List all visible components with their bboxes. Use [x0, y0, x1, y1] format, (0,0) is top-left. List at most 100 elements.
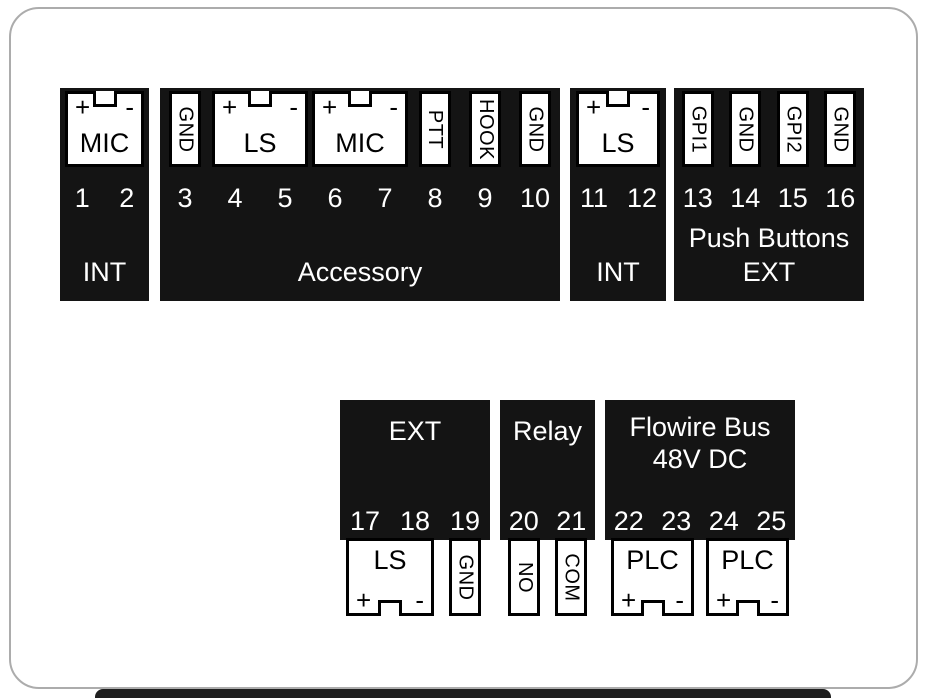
connector-gnd: GND: [824, 91, 856, 167]
pin-number: 11: [579, 183, 609, 213]
terminal-block-relay: Relay 20 21 NO COM: [500, 400, 595, 616]
minus-sign: -: [641, 92, 650, 122]
block-label: INT: [82, 257, 127, 287]
connector-label: LS: [373, 545, 407, 575]
connector-ptt: PTT: [419, 91, 451, 167]
block-label-line1: Flowire Bus: [629, 412, 771, 442]
terminal-block-int-1: + - MIC 1 2 INT: [60, 88, 149, 301]
connector-label: GND: [174, 106, 197, 152]
terminal-notch: [640, 600, 665, 616]
connector-label: MIC: [335, 128, 385, 158]
connector-label: LS: [243, 128, 277, 158]
plus-sign: +: [222, 92, 238, 122]
pin-number: 1: [74, 183, 90, 213]
pin-row: 22 23 24 25: [605, 506, 795, 536]
connector-label: PLC: [721, 545, 774, 575]
connector-ls: + - LS: [212, 91, 308, 167]
connector-label: GND: [524, 106, 547, 152]
pin-number: 17: [349, 506, 381, 536]
connector-label: LS: [601, 128, 635, 158]
connector-label: NO: [513, 561, 536, 593]
device-top-edge: [95, 689, 831, 698]
connector-label: GPI1: [687, 105, 710, 153]
connector-no: NO: [508, 538, 540, 616]
plus-sign: +: [75, 92, 91, 122]
connector-ls: LS + -: [346, 538, 434, 616]
pin-number: 5: [277, 183, 293, 213]
minus-sign: -: [125, 92, 134, 122]
minus-sign: -: [415, 585, 424, 615]
pin-row: 11 12: [570, 183, 666, 213]
pin-number: 6: [327, 183, 343, 213]
pin-number: 4: [227, 183, 243, 213]
pin-number: 24: [708, 506, 739, 536]
block-label: Relay: [512, 416, 583, 446]
pin-number: 12: [626, 183, 658, 213]
minus-sign: -: [770, 585, 779, 615]
connector-com: COM: [555, 538, 587, 616]
plus-sign: +: [586, 92, 602, 122]
pin-number: 8: [427, 183, 443, 213]
terminal-block-flowire-bus: Flowire Bus 48V DC 22 23 24 25 PLC + - P…: [605, 400, 795, 616]
pin-number: 14: [730, 183, 761, 213]
terminal-block-int-2: + - LS 11 12 INT: [570, 88, 666, 301]
connector-gpi2: GPI2: [777, 91, 809, 167]
connector-label: COM: [560, 552, 583, 602]
block-label: INT: [596, 257, 640, 287]
terminal-block-accessory: GND + - LS + - MIC PTT HOOK GND 3 4 5 6 …: [160, 88, 560, 301]
terminal-notch: [92, 91, 117, 107]
pin-row: 20 21: [500, 506, 595, 536]
pin-number: 2: [119, 183, 135, 213]
block-label: EXT: [388, 416, 442, 446]
plus-sign: +: [356, 585, 372, 615]
connector-gnd: GND: [169, 91, 201, 167]
block-label-line2: EXT: [742, 257, 796, 287]
terminal-notch: [248, 91, 272, 107]
pin-number: 21: [556, 506, 587, 536]
connector-plc-1: PLC + -: [611, 538, 694, 616]
plus-sign: +: [322, 92, 338, 122]
pin-number: 13: [682, 183, 713, 213]
pin-number: 10: [519, 183, 551, 213]
pin-row: 3 4 5 6 7 8 9 10: [160, 183, 560, 213]
pin-row: 13 14 15 16: [674, 183, 864, 213]
terminal-notch: [606, 91, 630, 107]
pin-number: 25: [756, 506, 787, 536]
minus-sign: -: [289, 92, 298, 122]
minus-sign: -: [675, 585, 684, 615]
pin-number: 16: [825, 183, 856, 213]
pin-number: 7: [377, 183, 393, 213]
pin-number: 22: [613, 506, 644, 536]
pin-number: 9: [477, 183, 493, 213]
pin-number: 15: [777, 183, 808, 213]
terminal-notch: [378, 600, 402, 616]
block-label-line2: 48V DC: [652, 444, 748, 474]
plus-sign: +: [716, 585, 732, 615]
pin-number: 20: [508, 506, 539, 536]
block-label: Accessory: [297, 257, 423, 287]
connector-mic: + - MIC: [65, 91, 144, 167]
block-label-line1: Push Buttons: [688, 223, 850, 253]
connector-label: GPI2: [782, 105, 805, 153]
connector-label: PLC: [626, 545, 679, 575]
connector-gpi1: GPI1: [682, 91, 714, 167]
connector-label: GND: [454, 554, 477, 600]
pin-number: 23: [661, 506, 692, 536]
pin-number: 19: [449, 506, 481, 536]
pin-number: 18: [399, 506, 431, 536]
terminal-block-push-buttons: GPI1 GND GPI2 GND 13 14 15 16 Push Butto…: [674, 88, 864, 301]
terminal-block-ext: EXT 17 18 19 LS + - GND: [340, 400, 490, 616]
minus-sign: -: [389, 92, 398, 122]
pin-row: 1 2: [60, 183, 149, 213]
connector-ls: + - LS: [576, 91, 660, 167]
connector-mic: + - MIC: [312, 91, 408, 167]
connector-label: HOOK: [474, 98, 497, 160]
terminal-notch: [735, 600, 760, 616]
pin-number: 3: [177, 183, 193, 213]
connector-hook: HOOK: [469, 91, 501, 167]
connector-label: MIC: [79, 128, 130, 158]
connector-plc-2: PLC + -: [706, 538, 789, 616]
connector-gnd: GND: [519, 91, 551, 167]
connector-label: GND: [829, 106, 852, 152]
